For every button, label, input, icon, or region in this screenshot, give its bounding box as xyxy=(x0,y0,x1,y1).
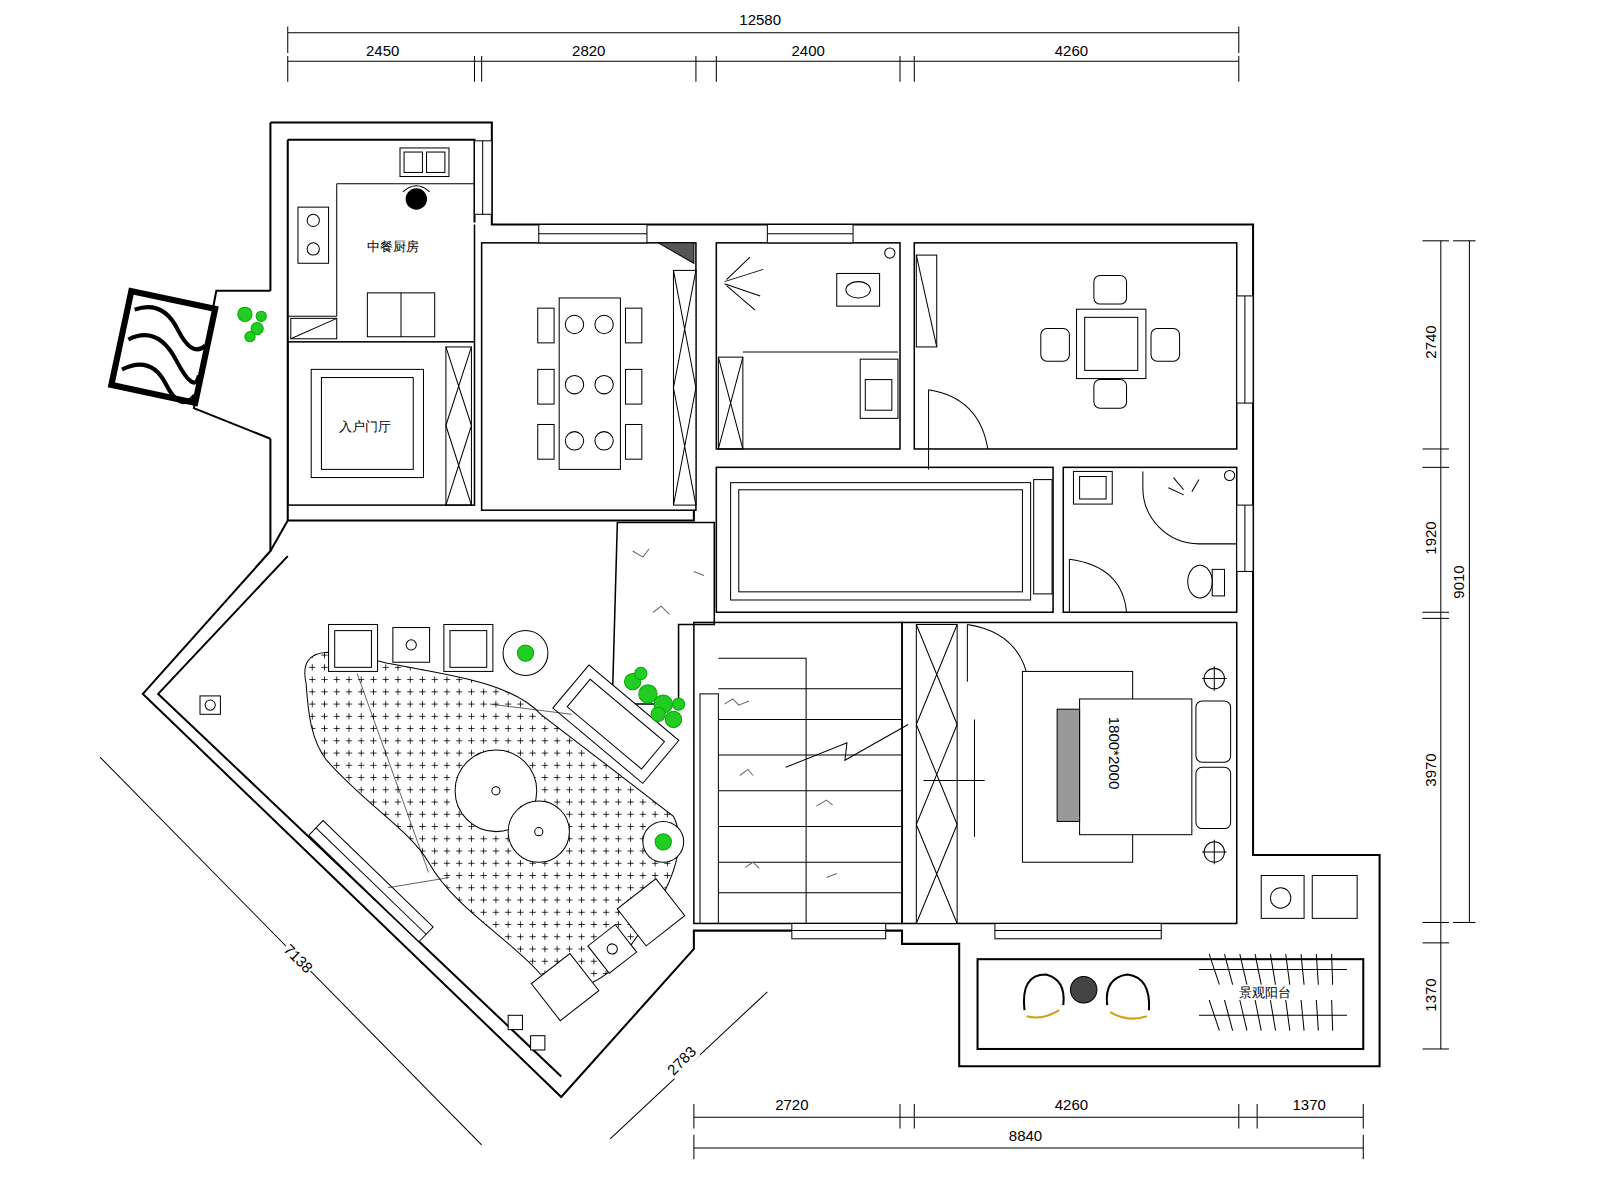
dimension-label: 1370 xyxy=(1422,977,1439,1012)
dimension-label: 12580 xyxy=(738,12,782,29)
dimension-label: 2783 xyxy=(663,1043,700,1080)
dimension-label: 9010 xyxy=(1451,564,1468,599)
dimension-label: 2400 xyxy=(790,43,825,60)
dimension-label: 4260 xyxy=(1054,1097,1089,1114)
dimension-label: 4260 xyxy=(1054,43,1089,60)
room-label: 景观阳台 xyxy=(1238,986,1292,1000)
dimension-label: 8840 xyxy=(1008,1127,1043,1144)
bed-size-label: 1800*2000 xyxy=(1106,716,1123,791)
dimension-label: 1920 xyxy=(1422,520,1439,555)
room-label: 中餐厨房 xyxy=(366,240,420,254)
dimension-label: 2820 xyxy=(571,43,606,60)
dimension-label: 1370 xyxy=(1291,1097,1326,1114)
dimension-label: 2740 xyxy=(1422,324,1439,359)
room-label: 入户门厅 xyxy=(338,419,392,433)
dimension-label: 3970 xyxy=(1422,753,1439,788)
dimension-label: 2450 xyxy=(365,43,400,60)
dimension-label: 2720 xyxy=(774,1097,809,1114)
